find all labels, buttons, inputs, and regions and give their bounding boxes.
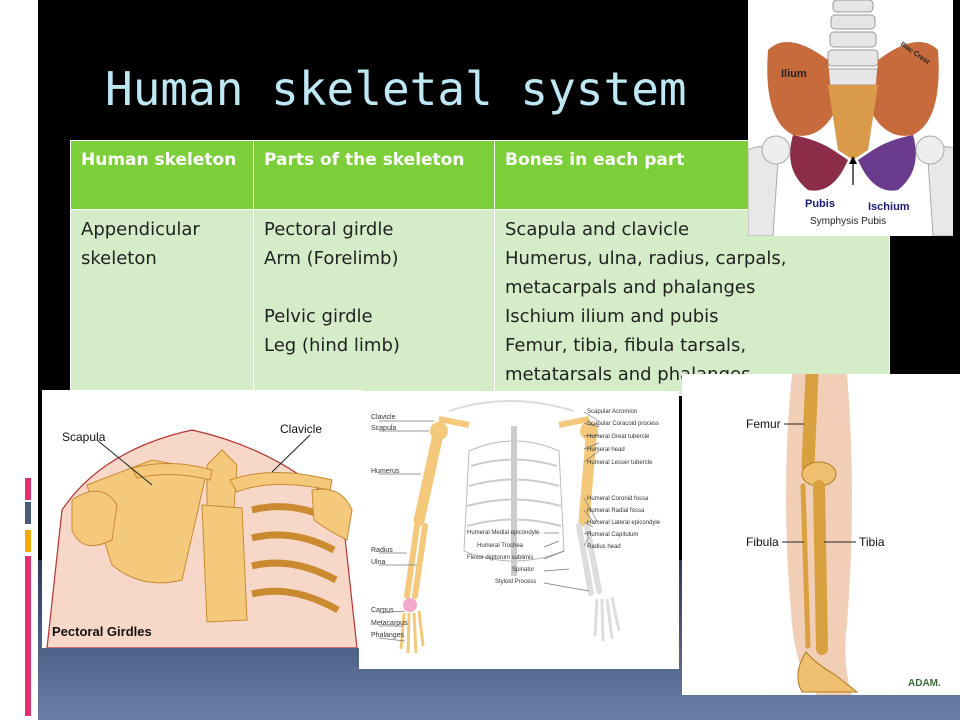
left-margin-strip bbox=[0, 0, 38, 720]
label-spinator: Spinator bbox=[512, 567, 535, 573]
cell-bones: Scapula and clavicle Humerus, ulna, radi… bbox=[494, 209, 890, 396]
label-ulna: Ulna bbox=[371, 559, 386, 566]
label-tibia: Tibia bbox=[859, 535, 885, 549]
label-capitulum: Humeral Capitulum bbox=[587, 532, 639, 538]
label-radius-head: Radius head bbox=[587, 544, 621, 550]
pelvis-illustration bbox=[748, 0, 958, 236]
accent-bar-pink-long bbox=[25, 556, 31, 716]
label-scapula-arm: Scapula bbox=[371, 425, 397, 432]
arm-skeleton-image: Clavicle Scapula Humerus Radius Ulna Car… bbox=[359, 391, 679, 669]
label-metacarpus: Metacarpus bbox=[371, 620, 408, 627]
label-clavicle-arm: Clavicle bbox=[371, 414, 396, 421]
leg-skeleton-image: Femur Fibula Tibia ADAM. bbox=[682, 374, 960, 695]
adam-brand-logo: ADAM. bbox=[908, 678, 941, 689]
accent-bar-orange bbox=[25, 530, 31, 552]
label-coracoid: Scapular Coracoid process bbox=[587, 421, 660, 427]
label-phalanges: Phalanges bbox=[371, 632, 405, 639]
label-clavicle: Clavicle bbox=[280, 422, 323, 436]
label-great-tubercle: Humeral Great tubercle bbox=[587, 434, 650, 440]
label-flexor: Flexor digitorum sublimis bbox=[467, 555, 534, 561]
cell-parts: Pectoral girdle Arm (Forelimb) Pelvic gi… bbox=[253, 209, 495, 396]
label-pubis: Pubis bbox=[805, 198, 835, 210]
cell-skeleton-type: Appendicular skeleton bbox=[70, 209, 254, 396]
table-header-row: Human skeleton Parts of the skeleton Bon… bbox=[70, 140, 890, 210]
label-symphysis-pubis: Symphysis Pubis bbox=[810, 216, 887, 227]
label-coronid-fossa: Humeral Coronid fossa bbox=[587, 496, 649, 502]
label-medial-epicondyle: Humeral Medial epicondyle bbox=[467, 530, 540, 536]
label-radius: Radius bbox=[371, 547, 393, 554]
header-parts: Parts of the skeleton bbox=[253, 140, 495, 210]
label-trochea: Humeral Trochea bbox=[477, 543, 524, 549]
caption-pectoral-girdles: Pectoral Girdles bbox=[52, 624, 152, 639]
slide-title: Human skeletal system bbox=[105, 62, 687, 116]
pelvis-image: Ilium Iliac Crest Pubis Ischium Symphysi… bbox=[748, 0, 958, 236]
accent-bar-pink bbox=[25, 478, 31, 500]
label-ilium: Ilium bbox=[781, 68, 807, 80]
label-humeral-head: Humeral head bbox=[587, 447, 625, 453]
label-radial-fossa: Humeral Radial fossa bbox=[587, 508, 645, 514]
label-lesser-tubercle: Humeral Lesser tubercle bbox=[587, 460, 653, 466]
accent-bar-blue bbox=[25, 502, 31, 524]
header-human-skeleton: Human skeleton bbox=[70, 140, 254, 210]
label-carpus: Carpus bbox=[371, 607, 394, 614]
label-femur: Femur bbox=[746, 417, 781, 431]
label-styloid: Styloid Process bbox=[495, 579, 537, 585]
table-row: Appendicular skeleton Pectoral girdle Ar… bbox=[70, 209, 890, 396]
skeleton-table: Human skeleton Parts of the skeleton Bon… bbox=[70, 140, 890, 396]
label-lateral-epicondyle: Humeral Lateral epicondyle bbox=[587, 520, 661, 526]
label-scapular-acromion: Scapular Acromion bbox=[587, 409, 638, 415]
arm-illustration bbox=[359, 391, 679, 669]
label-scapula: Scapula bbox=[62, 430, 106, 444]
pectoral-girdle-image: Scapula Clavicle Pectoral Girdles bbox=[42, 390, 362, 648]
pectoral-illustration bbox=[42, 390, 362, 648]
label-fibula: Fibula bbox=[746, 535, 779, 549]
label-ischium: Ischium bbox=[868, 201, 910, 213]
leg-illustration bbox=[682, 374, 960, 695]
label-humerus: Humerus bbox=[371, 468, 400, 475]
